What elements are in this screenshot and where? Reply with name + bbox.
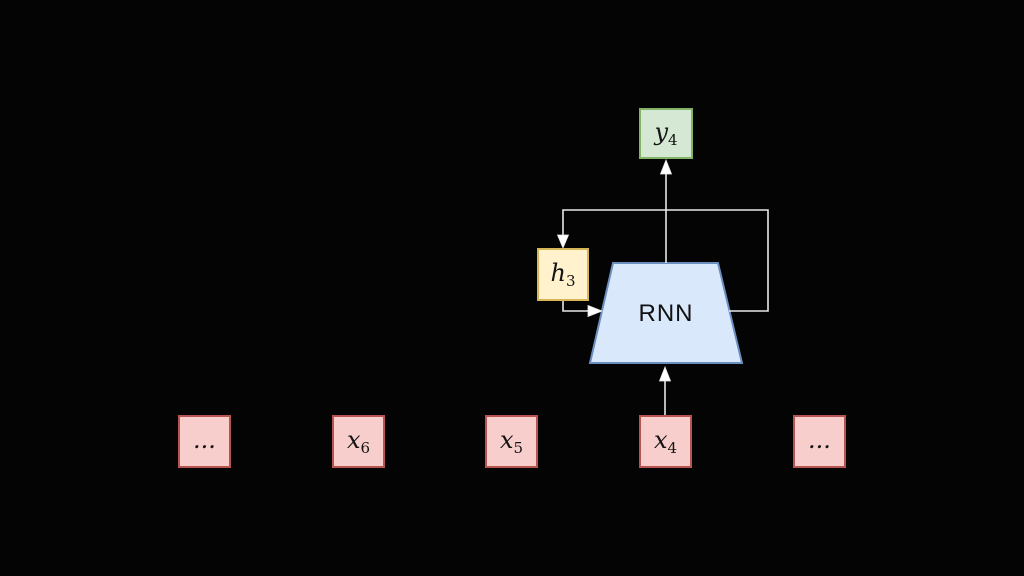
node-input-x5: x5 <box>485 415 538 468</box>
node-input-x4: x4 <box>639 415 692 468</box>
node-input-label-sub: 4 <box>667 438 678 457</box>
node-output-label-sub: 4 <box>668 130 678 149</box>
node-input-label: ... <box>808 428 831 456</box>
rnn-to-state-loop-line <box>562 209 769 312</box>
node-input-label: x5 <box>500 428 523 456</box>
node-input-ellipsis-right: ... <box>793 415 846 468</box>
node-hidden-state-label: h3 <box>550 261 575 289</box>
node-hidden-state-label-base: h <box>550 258 566 287</box>
node-input-label: x4 <box>654 428 677 456</box>
input-to-rnn-arrowhead <box>658 365 672 382</box>
node-input-label-base: x <box>346 425 361 454</box>
node-input-label-base: x <box>499 425 514 454</box>
node-input-x6: x6 <box>332 415 385 468</box>
node-hidden-state-label-sub: 3 <box>565 271 576 290</box>
node-input-label-sub: 5 <box>513 438 524 457</box>
node-output-y4: y4 <box>639 108 693 159</box>
node-hidden-state-h3: h3 <box>537 248 589 301</box>
node-output-label: y4 <box>654 120 677 148</box>
node-input-label-base: ... <box>808 425 831 454</box>
rnn-to-output-arrowhead <box>659 158 673 175</box>
state-to-rnn-line <box>562 301 589 312</box>
node-input-ellipsis-left: ... <box>178 415 231 468</box>
node-input-label-base: ... <box>193 425 216 454</box>
node-input-label-base: x <box>653 425 668 454</box>
node-output-label-base: y <box>654 117 668 146</box>
node-input-label: ... <box>193 428 216 456</box>
state-to-rnn-arrowhead <box>587 304 604 318</box>
rnn-to-state-arrowhead <box>556 234 570 250</box>
node-input-label: x6 <box>347 428 370 456</box>
rnn-cell-trapezoid <box>588 262 744 364</box>
node-input-label-sub: 6 <box>360 438 371 457</box>
rnn-cell-label: RNN <box>638 300 694 327</box>
